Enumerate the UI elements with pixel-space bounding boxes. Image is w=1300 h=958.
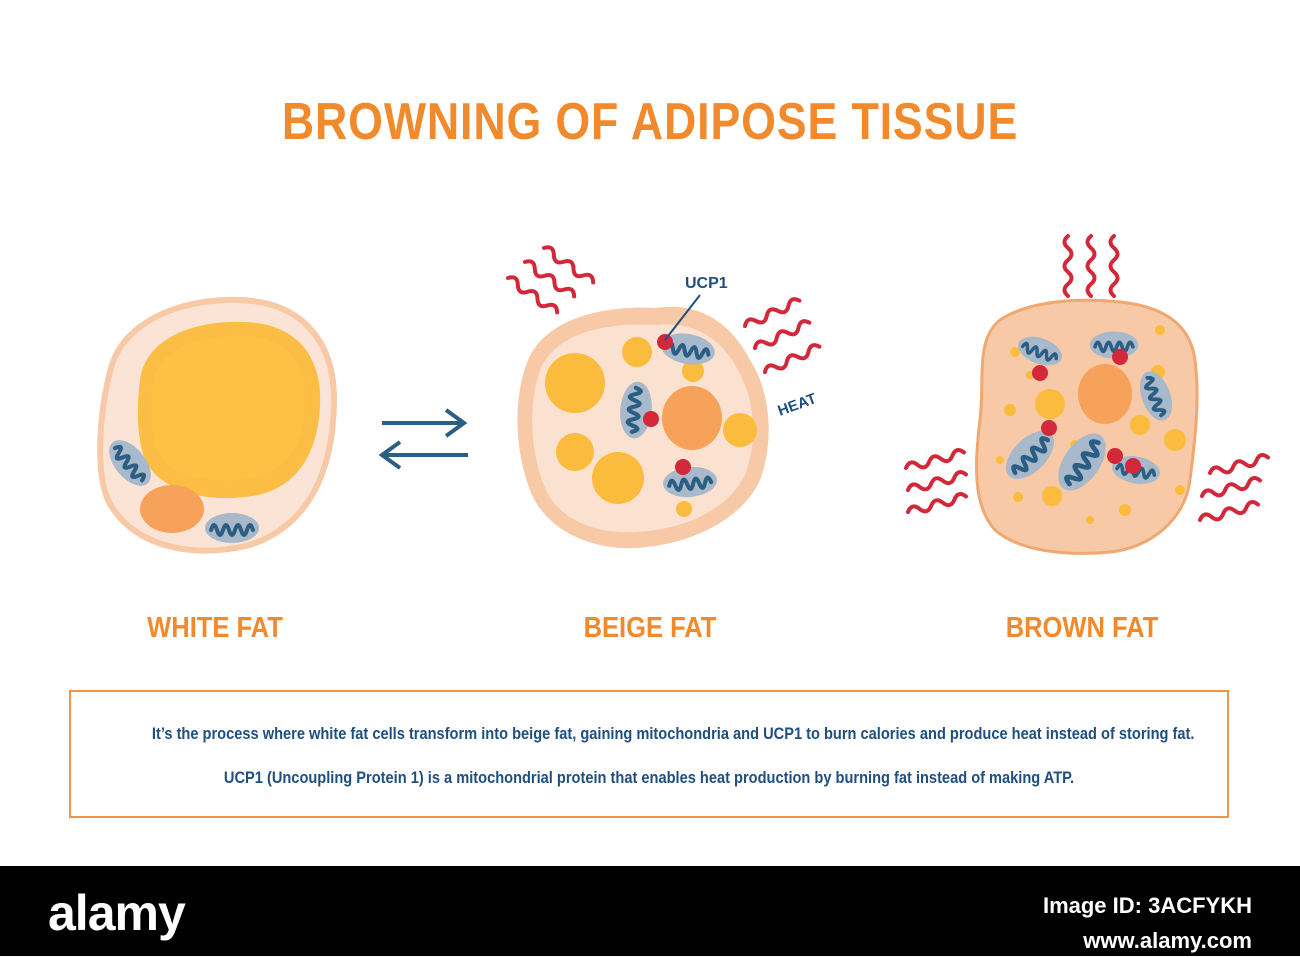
watermark-footer: alamy Image ID: 3ACFYKH www.alamy.com — [0, 866, 1300, 956]
exchange-arrows — [378, 408, 468, 470]
brown-fat-label: BROWN FAT — [1005, 612, 1159, 644]
site-url: www.alamy.com — [1083, 928, 1252, 954]
beige-fat-label: BEIGE FAT — [583, 612, 717, 644]
page-title: BROWNING OF ADIPOSE TISSUE — [281, 93, 1019, 151]
ucp1-label: UCP1 — [685, 275, 728, 292]
image-id: Image ID: 3ACFYKH — [1042, 893, 1252, 918]
heat-label: HEAT — [776, 390, 819, 420]
description-box: It’s the process where white fat cells t… — [69, 690, 1229, 818]
description-line-2: UCP1 (Uncoupling Protein 1) is a mitocho… — [223, 768, 1075, 787]
image-reference: Image ID: 3ACFYKH www.alamy.com — [1043, 888, 1252, 958]
alamy-logo: alamy — [48, 885, 186, 941]
description-line-1: It’s the process where white fat cells t… — [151, 724, 1195, 743]
beige-fat-cell: UCP1 HEAT — [517, 275, 819, 549]
adipose-diagram: UCP1 HEAT — [97, 234, 1271, 555]
brown-fat-cell — [974, 298, 1199, 555]
white-fat-label: WHITE FAT — [147, 612, 283, 644]
white-fat-cell — [97, 296, 338, 554]
